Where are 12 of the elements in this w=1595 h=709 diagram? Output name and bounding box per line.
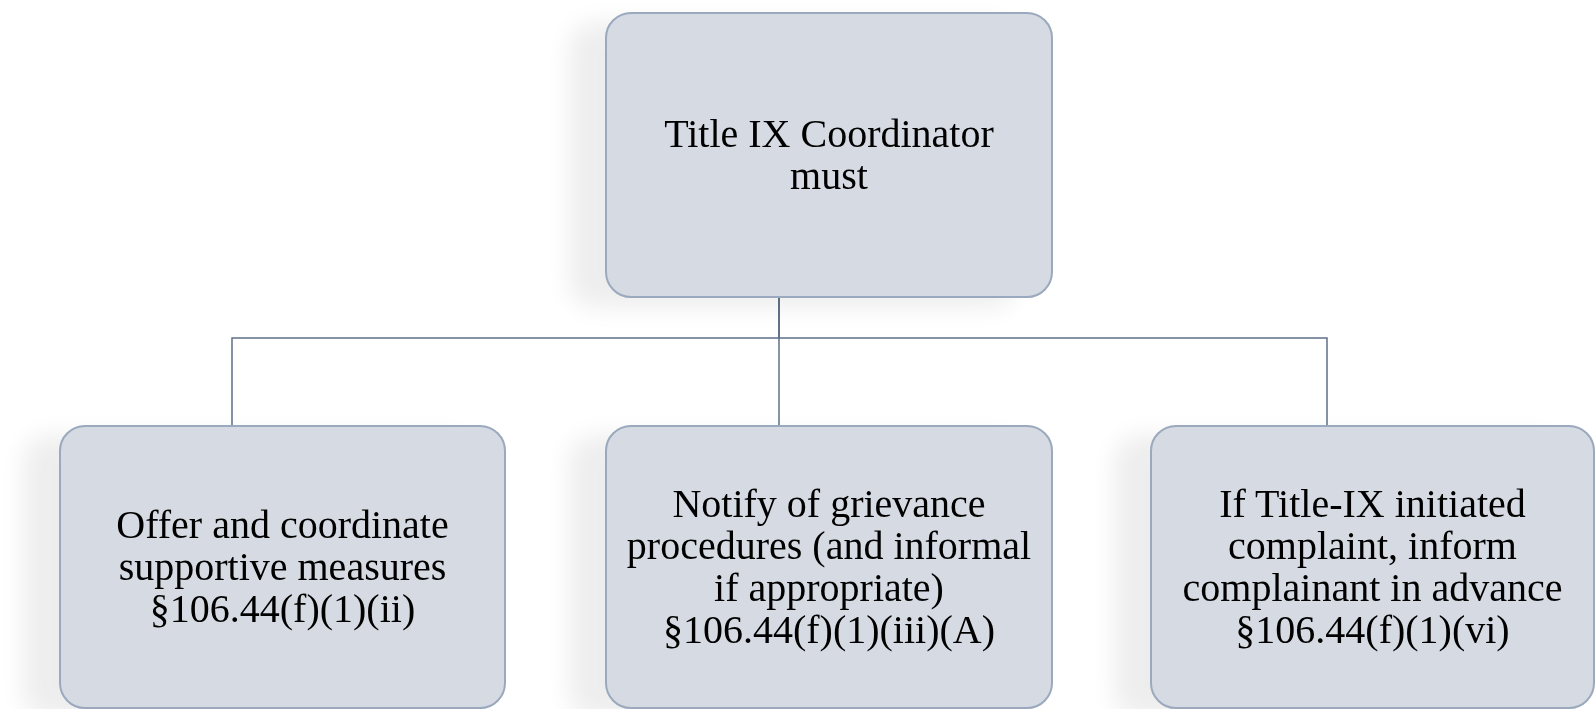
box-text: Title IX Coordinator must [663,113,995,197]
process-box [1150,425,1595,709]
connector-line [778,297,1328,426]
process-box [59,425,506,709]
citation-text: §106.44(f)(1)(ii) [149,588,416,630]
citation-text: §106.44(f)(1)(vi) [1235,609,1510,651]
citation-text: §106.44(f)(1)(iii)(A) [662,609,996,651]
process-box [605,12,1053,298]
box-text: Offer and coordinate supportive measures [115,504,450,588]
process-box [605,425,1053,709]
box-text: Notify of grievance procedures (and informal if appropriate) [625,483,1033,609]
box-text: If Title-IX initiated complaint, inform complainant in advance [1181,483,1564,609]
